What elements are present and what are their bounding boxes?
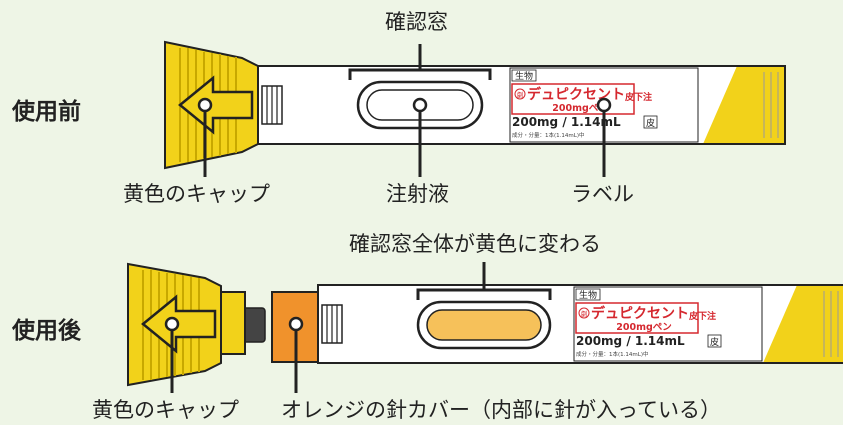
svg-text:劇: 劇 (517, 90, 524, 99)
label-yellow-cap-before: 黄色のキャップ (123, 182, 270, 206)
label-product-name-before: デュピクセント (527, 86, 625, 103)
label-category-before: 生物 (515, 70, 533, 82)
label-needle-cover: オレンジの針カバー（内部に針が入っている） (281, 398, 721, 422)
pen-after: 生物 劇 デュピクセント 皮下注 200mgペン 200mg / 1.14mL … (127, 262, 843, 393)
svg-text:200mgペン: 200mgペン (552, 103, 608, 114)
svg-text:200mgペン: 200mgペン (616, 322, 672, 333)
svg-text:200mg / 1.14mL: 200mg / 1.14mL (576, 334, 685, 348)
label-window-before: 確認窓 (385, 10, 448, 34)
arrow-icon-before (178, 75, 254, 135)
label-solution: 注射液 (386, 182, 449, 206)
label-label: ラベル (571, 182, 634, 206)
svg-text:皮: 皮 (646, 117, 655, 129)
svg-text:生物: 生物 (579, 289, 597, 301)
label-dose-before: 200mg / 1.14mL (512, 115, 621, 129)
svg-text:皮下注: 皮下注 (624, 91, 652, 103)
label-yellow-cap-after: 黄色のキャップ (92, 398, 239, 422)
svg-text:皮: 皮 (710, 336, 719, 348)
svg-text:皮下注: 皮下注 (688, 310, 716, 322)
pen-before: 生物 劇 デュピクセント 皮下注 200mgペン 200mg / 1.14mL … (164, 40, 786, 177)
svg-text:成分・分量：1本(1.14mL)中: 成分・分量：1本(1.14mL)中 (576, 350, 648, 358)
label-after-use: 使用後 (12, 318, 81, 344)
label-before-use: 使用前 (12, 99, 81, 125)
svg-text:劇: 劇 (581, 309, 588, 318)
svg-text:成分・分量：1本(1.14mL)中: 成分・分量：1本(1.14mL)中 (512, 131, 584, 139)
svg-text:デュピクセント: デュピクセント (591, 305, 689, 322)
label-window-after: 確認窓全体が黄色に変わる (349, 232, 601, 256)
